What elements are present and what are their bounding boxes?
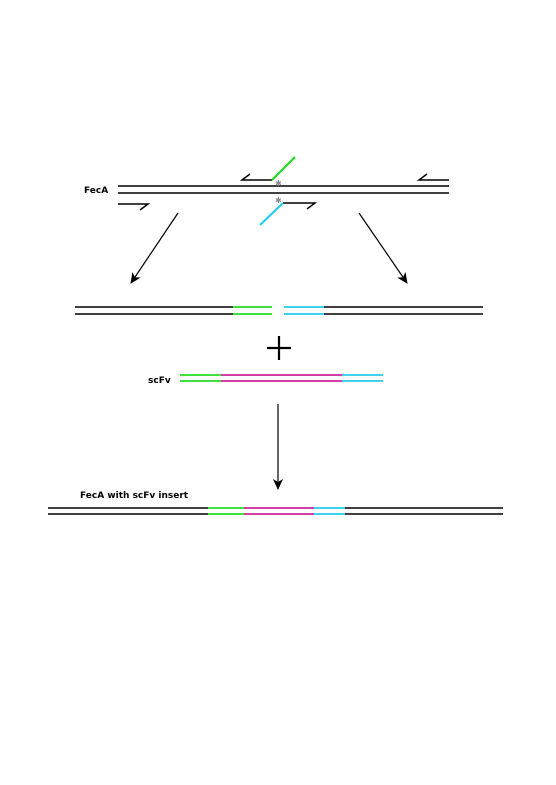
plus-sign: [267, 336, 291, 360]
half-arrow-primer-icon: [416, 173, 449, 181]
inner-reverse-primer-green-tail: ✱: [239, 156, 296, 188]
mismatch-marker-icon: ✱: [275, 196, 282, 205]
half-arrow-primer-icon: [283, 202, 318, 210]
inner-forward-primer-cyan-tail: ✱: [259, 196, 318, 226]
stage-2-pcr-products: [75, 306, 483, 315]
right-fragment: [284, 306, 483, 315]
cyan-overhang-tail: [259, 202, 284, 226]
mismatch-marker-icon: ✱: [275, 179, 282, 188]
scfv-label: scFv: [148, 376, 171, 386]
left-fragment: [75, 306, 272, 315]
stage-3-final-product: FecA with scFv insert: [48, 491, 503, 515]
arrow-down-icon: [358, 212, 408, 284]
fecA-label: FecA: [84, 186, 108, 196]
stage-1-template: FecA ✱ ✱: [84, 156, 449, 226]
half-arrow-primer-icon: [239, 173, 272, 181]
outer-forward-primer: [118, 203, 151, 211]
fecA-with-insert-label: FecA with scFv insert: [80, 491, 189, 501]
green-overhang-tail: [271, 156, 296, 181]
outer-reverse-primer: [416, 173, 449, 181]
scfv-insert: scFv: [148, 374, 383, 386]
fecA-double-strand: [118, 185, 449, 194]
half-arrow-primer-icon: [118, 203, 151, 211]
arrow-down-icon: [130, 212, 179, 284]
